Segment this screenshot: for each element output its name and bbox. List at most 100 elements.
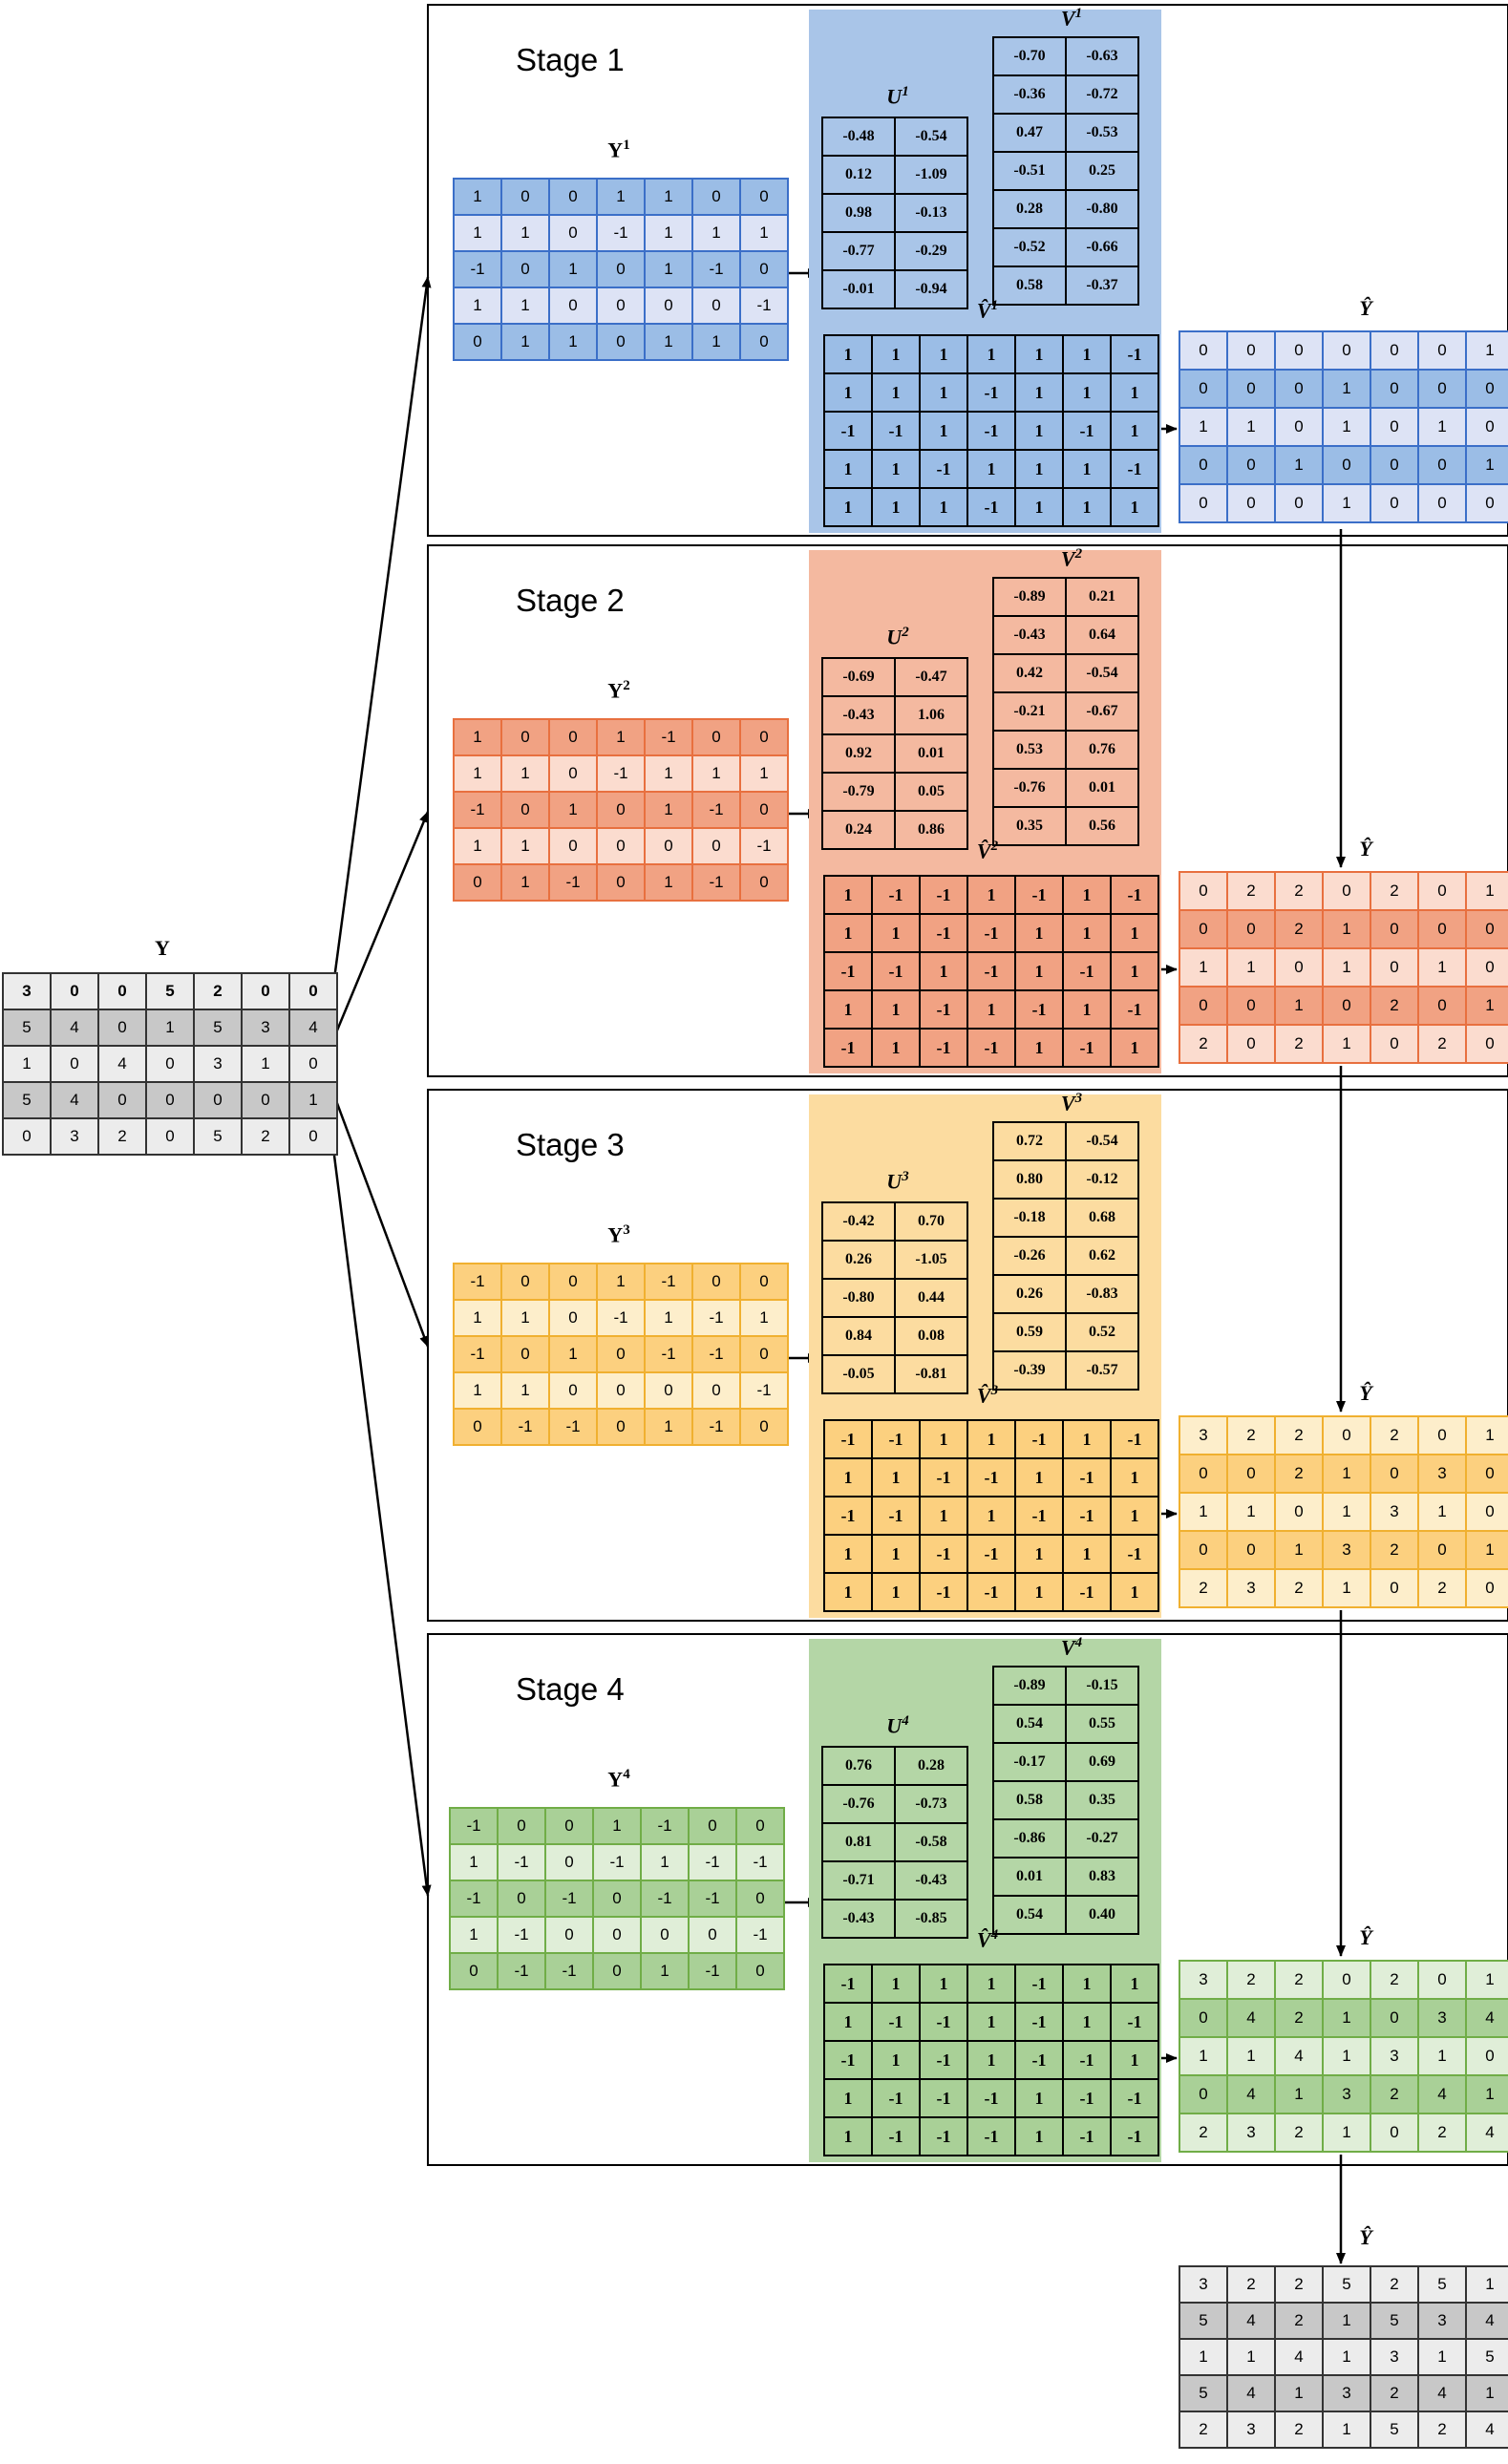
vhat-cell: 1 [823,1572,873,1612]
y-cell: 0 [544,1916,594,1954]
v-cell: 0.59 [992,1312,1067,1352]
matrix-row: -0.89-0.15 [992,1666,1139,1706]
yhat-cell: 4 [1226,1998,1276,2038]
input-cell: 5 [145,972,195,1010]
y-cell: 1 [453,287,502,325]
y-cell: 0 [500,178,550,216]
stage-2-vhat-label: V̂2 [949,839,1026,863]
vhat-cell: 1 [823,372,873,413]
y-cell: 0 [596,827,646,865]
matrix-row: -0.01-0.94 [821,269,968,309]
y-cell: 1 [500,754,550,793]
vhat-cell: 1 [1014,449,1064,489]
yhat-cell: 2 [1274,1024,1324,1064]
vhat-cell: -1 [919,449,968,489]
yhat-cell: 0 [1226,1454,1276,1494]
yhat-cell: 0 [1322,986,1371,1026]
yhat-cell: 1 [1226,1492,1276,1532]
v-cell: -0.83 [1065,1274,1139,1314]
yhat-cell: 0 [1226,369,1276,409]
y-cell: -1 [596,754,646,793]
u-cell: -0.54 [894,117,968,157]
vhat-cell: 1 [1014,1457,1064,1498]
yhat-cell: 0 [1179,1998,1228,2038]
vhat-cell: -1 [1014,1496,1064,1536]
y-cell: -1 [544,1880,594,1918]
yhat-cell: 1 [1322,1024,1371,1064]
output-cell: 2 [1274,2302,1324,2340]
v-cell: -0.86 [992,1818,1067,1859]
yhat-cell: 1 [1226,947,1276,988]
y-cell: 0 [544,1807,594,1845]
yhat-cell: 0 [1179,483,1228,523]
yhat-cell: 0 [1370,1454,1419,1494]
v-cell: 0.53 [992,730,1067,770]
y-cell: -1 [644,1335,693,1373]
yhat-cell: 2 [1226,871,1276,911]
yhat-cell: 1 [1465,1415,1508,1455]
y-cell: 1 [453,178,502,216]
y-cell: -1 [735,1843,785,1881]
u-cell: 0.98 [821,193,896,233]
yhat-cell: 0 [1465,1492,1508,1532]
input-cell: 0 [97,972,147,1010]
yhat-cell: 0 [1417,909,1467,949]
output-cell: 2 [1370,2374,1419,2412]
v-cell: -0.57 [1065,1350,1139,1391]
vhat-cell: 1 [1014,1572,1064,1612]
y-cell: 0 [497,1880,546,1918]
y-cell: 0 [640,1916,690,1954]
yhat-cell: 0 [1465,483,1508,523]
stage-2-v-label: V2 [1033,546,1110,571]
v-cell: -0.76 [992,768,1067,808]
yhat-cell: 0 [1322,330,1371,371]
y-cell: 1 [596,718,646,756]
output-cell: 1 [1179,2338,1228,2376]
stage-2-yhat-label: Ŷ [1327,837,1404,861]
vhat-cell: 1 [823,2002,873,2042]
vhat-cell: 1 [1110,1496,1159,1536]
matrix-row: -0.21-0.67 [992,691,1139,732]
vhat-cell: -1 [966,951,1016,991]
yhat-cell: 4 [1226,2074,1276,2114]
yhat-cell: 0 [1370,2113,1419,2153]
vhat-cell: 1 [871,449,921,489]
output-cell: 5 [1465,2338,1508,2376]
yhat-cell: 1 [1322,1998,1371,2038]
yhat-cell: 0 [1417,1415,1467,1455]
stage-1-vhat-label-text: V̂ [976,298,991,323]
y-cell: 1 [596,1263,646,1301]
yhat-cell: 1 [1179,2036,1228,2076]
stage-4-v-label: V4 [1033,1635,1110,1660]
yhat-cell: 0 [1465,369,1508,409]
vhat-cell: 1 [1014,334,1064,374]
yhat-cell: 2 [1274,1960,1324,2000]
yhat-cell: 0 [1370,1998,1419,2038]
y-cell: -1 [644,718,693,756]
y-cell: 1 [449,1843,499,1881]
stage-4-u-label: U4 [860,1713,936,1738]
yhat-cell: 1 [1322,909,1371,949]
yhat-cell: 2 [1226,1415,1276,1455]
input-cell: 4 [50,1081,99,1119]
matrix-row: -0.77-0.29 [821,231,968,271]
input-cell: 0 [97,1009,147,1047]
y-cell: -1 [640,1807,690,1845]
yhat-cell: 0 [1370,369,1419,409]
vhat-cell: -1 [1014,989,1064,1030]
v-cell: -0.72 [1065,74,1139,115]
vhat-cell: -1 [919,2040,968,2080]
y-cell: 0 [735,1807,785,1845]
